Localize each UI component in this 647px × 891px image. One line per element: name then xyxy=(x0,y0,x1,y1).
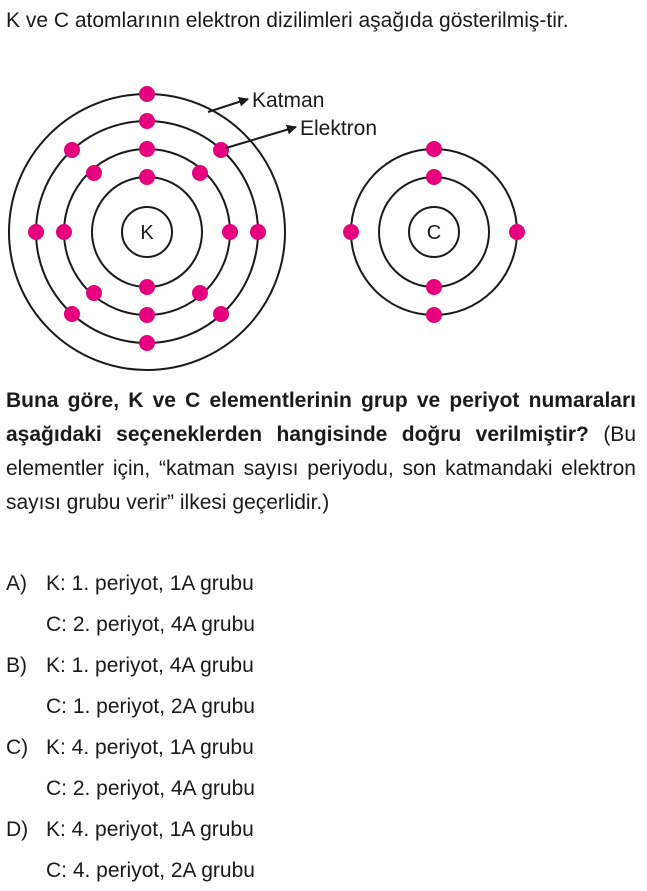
k-nucleus xyxy=(121,206,173,258)
option-k: K: 4. periyot, 1A grubu xyxy=(46,818,254,841)
shell-label: Katman xyxy=(252,89,324,112)
option-c: C: 4. periyot, 2A grubu xyxy=(46,859,255,882)
electron xyxy=(139,113,155,129)
electron xyxy=(213,142,229,158)
c-nucleus xyxy=(408,206,460,258)
option-d-c: C: 4. periyot, 2A grubu xyxy=(6,850,255,891)
c-nucleus-label: C xyxy=(427,222,441,244)
electron xyxy=(139,307,155,323)
electron xyxy=(250,224,266,240)
electron xyxy=(139,86,155,102)
electron xyxy=(426,279,442,295)
option-c: C: 2. periyot, 4A grubu xyxy=(46,613,255,636)
option-c: C: 1. periyot, 2A grubu xyxy=(46,695,255,718)
option-d[interactable]: D) K: 4. periyot, 1A grubu xyxy=(6,809,255,850)
intro-text: K ve C atomlarının elektron dizilimleri … xyxy=(6,9,569,32)
option-k: K: 4. periyot, 1A grubu xyxy=(46,736,254,759)
electron-label: Elektron xyxy=(300,117,377,140)
option-b[interactable]: B) K: 1. periyot, 4A grubu xyxy=(6,645,255,686)
electron xyxy=(64,142,80,158)
question-note: (Bu elementler için, “katman sayısı peri… xyxy=(6,423,636,514)
electron-callout-arrow xyxy=(225,124,297,149)
electron xyxy=(64,306,80,322)
electron-diagram: K C Katman Ele xyxy=(8,86,525,371)
electron xyxy=(426,307,442,323)
electron xyxy=(222,224,238,240)
option-c: C: 2. periyot, 4A grubu xyxy=(46,777,255,800)
shell-callout-arrow xyxy=(207,97,249,113)
option-letter: A) xyxy=(6,572,27,595)
option-letter: D) xyxy=(6,818,29,841)
electron xyxy=(139,279,155,295)
electron xyxy=(56,224,72,240)
electron xyxy=(192,165,208,181)
electron xyxy=(139,169,155,185)
option-k: K: 1. periyot, 4A grubu xyxy=(46,654,254,677)
c-electrons xyxy=(343,141,525,323)
option-a[interactable]: A) K: 1. periyot, 1A grubu xyxy=(6,563,255,604)
option-letter: C) xyxy=(6,736,29,759)
k-electrons xyxy=(28,86,266,351)
electron xyxy=(213,306,229,322)
electron xyxy=(139,335,155,351)
electron xyxy=(343,224,359,240)
electron xyxy=(86,285,102,301)
option-c[interactable]: C) K: 4. periyot, 1A grubu xyxy=(6,727,255,768)
electron xyxy=(192,285,208,301)
answer-options: A) K: 1. periyot, 1A grubu C: 2. periyot… xyxy=(6,563,255,891)
electron xyxy=(139,141,155,157)
option-k: K: 1. periyot, 1A grubu xyxy=(46,572,254,595)
electron xyxy=(86,165,102,181)
question-bold: Buna göre, K ve C elementlerinin grup ve… xyxy=(6,389,636,446)
option-a-c: C: 2. periyot, 4A grubu xyxy=(6,604,255,645)
question-text: Buna göre, K ve C elementlerinin grup ve… xyxy=(6,384,636,520)
k-nucleus-label: K xyxy=(140,222,154,244)
electron xyxy=(426,141,442,157)
electron xyxy=(426,169,442,185)
option-letter: B) xyxy=(6,654,27,677)
option-b-c: C: 1. periyot, 2A grubu xyxy=(6,686,255,727)
electron xyxy=(509,224,525,240)
electron xyxy=(28,224,44,240)
option-c-c: C: 2. periyot, 4A grubu xyxy=(6,768,255,809)
